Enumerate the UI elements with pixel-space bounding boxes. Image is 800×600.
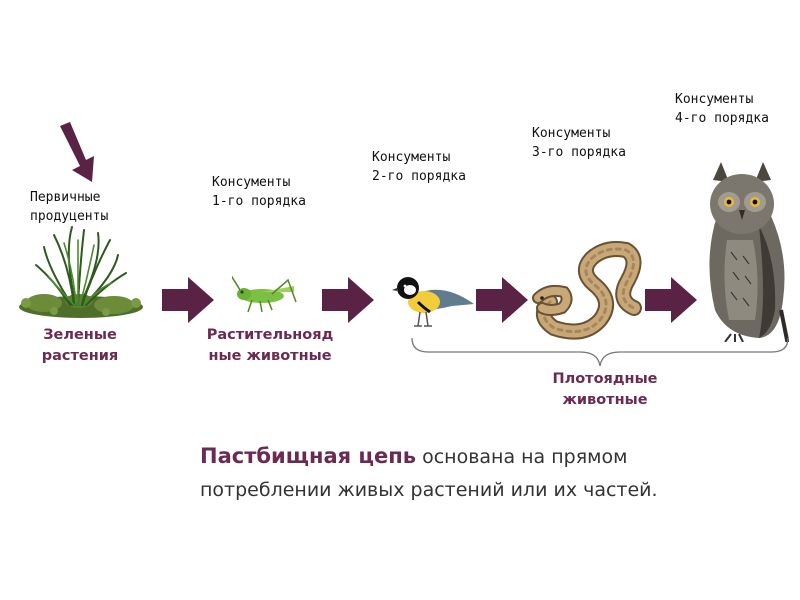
consumer3-label: Консументы 3-го порядка bbox=[532, 126, 626, 160]
plants-category: Зеленые растения bbox=[41, 327, 119, 364]
caption-text: основана на прямом потреблении живых рас… bbox=[200, 446, 658, 501]
herbivores-category: Растительнояд ные животные bbox=[206, 327, 334, 364]
flow-arrow-1 bbox=[162, 277, 214, 323]
consumer4-label: Консументы 4-го порядка bbox=[675, 92, 769, 126]
consumer2-label: Консументы 2-го порядка bbox=[372, 150, 466, 184]
titmouse-icon bbox=[392, 270, 476, 332]
carnivores-category: Плотоядные животные bbox=[552, 371, 658, 408]
flow-arrow-2 bbox=[322, 277, 374, 323]
sunlight-arrow bbox=[56, 120, 100, 184]
owl-icon bbox=[697, 160, 789, 342]
consumer1-label: Консументы 1-го порядка bbox=[212, 175, 306, 209]
snake-icon bbox=[530, 228, 645, 340]
flow-arrow-3 bbox=[476, 277, 528, 323]
caption: Пастбищная цепь основана на прямом потре… bbox=[200, 440, 720, 507]
carnivores-brace bbox=[408, 336, 794, 368]
caption-emphasis: Пастбищная цепь bbox=[200, 444, 417, 468]
grasshopper-icon bbox=[232, 272, 302, 318]
flow-arrow-4 bbox=[645, 277, 697, 323]
producers-label: Первичные продуценты bbox=[30, 190, 109, 224]
grass-icon bbox=[14, 225, 148, 320]
